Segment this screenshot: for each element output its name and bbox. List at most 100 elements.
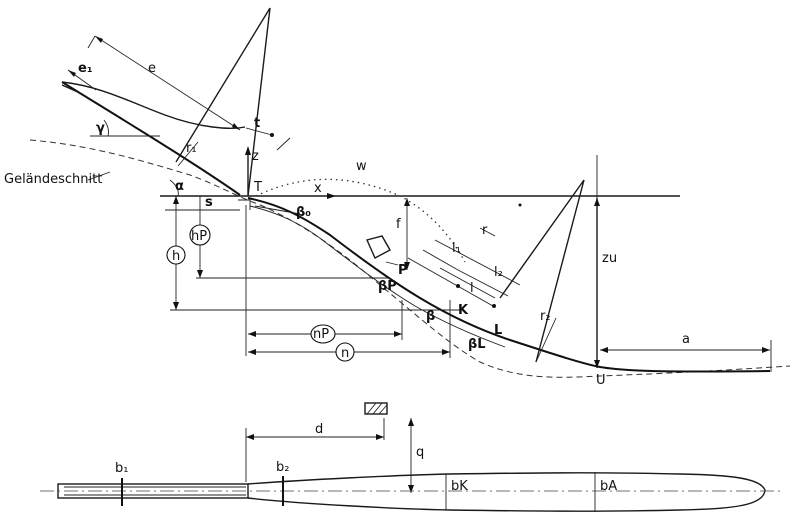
P-label: P <box>398 263 408 278</box>
a-arrow-l <box>600 347 608 353</box>
alpha-label: α <box>175 179 184 194</box>
b1-label: b₁ <box>115 461 128 476</box>
inrun-plan-inner <box>64 486 246 496</box>
l-dimension <box>439 267 496 299</box>
landing-tower <box>499 179 585 363</box>
l2-dimension <box>457 269 509 297</box>
n-circle <box>335 342 355 362</box>
d-label: d <box>315 422 323 437</box>
bA-label: bA <box>600 479 617 494</box>
beta0-line <box>254 205 301 215</box>
f-arrow-bot <box>404 262 410 270</box>
zu-arrow-top <box>594 198 600 206</box>
e-arrow-a <box>95 36 103 43</box>
x-arrow <box>327 193 336 199</box>
tower-mark <box>518 203 522 207</box>
hP-arrow <box>197 270 203 278</box>
s-label: s <box>205 195 213 210</box>
l-label: l <box>470 281 474 296</box>
d-arrow-r <box>376 434 384 440</box>
a-arrow-r <box>762 347 770 353</box>
q-arrow-top <box>408 418 414 426</box>
q-arrow-bot <box>408 485 414 493</box>
r-dimension <box>479 227 496 237</box>
inrun-track-upper <box>61 81 246 129</box>
e1-arrow <box>68 70 76 77</box>
e-arrow-b <box>232 123 240 130</box>
t-label: t <box>254 116 260 131</box>
alpha-arc <box>169 179 179 197</box>
nP-label: nP <box>313 327 329 342</box>
x-label: x <box>314 181 322 196</box>
f-label: f <box>396 217 401 232</box>
l-segment-frame <box>407 239 521 307</box>
P-marker <box>366 235 391 259</box>
z-arrow <box>245 146 251 155</box>
landing-hill <box>247 197 771 373</box>
terrain-leader <box>87 171 111 181</box>
w-pointer <box>276 137 291 151</box>
L-label: L <box>494 323 502 338</box>
f-arrow-top <box>404 198 410 206</box>
e1-label: e₁ <box>78 61 93 76</box>
n-arrow-r <box>442 349 450 355</box>
K-point <box>456 284 460 288</box>
betaL-label: βL <box>468 337 486 352</box>
terrain-line <box>29 139 791 378</box>
landing-hill-offset <box>249 205 506 348</box>
zu-label: zu <box>602 251 617 266</box>
t-point <box>270 133 274 137</box>
inrun-tower <box>175 7 271 197</box>
beta-label: β <box>426 309 435 324</box>
inrun-track <box>61 81 241 196</box>
hP-circle <box>189 224 211 246</box>
n-label: n <box>341 346 349 361</box>
gamma-arc <box>103 119 109 137</box>
nP-arrow-r <box>394 331 402 337</box>
T-label: T <box>253 180 262 195</box>
r2-label: r₂ <box>540 309 551 324</box>
P-leader <box>385 261 399 266</box>
t-dimension <box>245 127 273 136</box>
nP-circle <box>310 324 336 344</box>
h-arrow-top <box>173 196 179 204</box>
plan-view: b₁ b₂ bK bA d q <box>40 402 780 512</box>
z-label: z <box>252 149 259 164</box>
K-label: K <box>458 303 469 318</box>
L-point <box>492 304 496 308</box>
q-label: q <box>416 445 424 460</box>
U-label: U <box>596 373 606 388</box>
e-dimension <box>94 35 241 131</box>
takeoff-edge <box>238 199 251 210</box>
gamma-label: γ <box>96 121 105 136</box>
landing-plan <box>247 472 766 512</box>
zu-arrow-bot <box>594 360 600 368</box>
a-label: a <box>682 332 690 347</box>
inrun-tick <box>61 84 81 94</box>
flight-path <box>255 178 466 263</box>
r2-line <box>535 317 557 363</box>
judge-tower-hatch <box>366 402 388 415</box>
h-arrow-bot <box>173 302 179 310</box>
l1-dimension <box>422 249 459 271</box>
h-label: h <box>172 249 180 264</box>
l2-label: l₂ <box>494 265 503 280</box>
e-ext-1 <box>87 35 96 49</box>
hP-label: hP <box>191 229 207 244</box>
terrain-label: Geländeschnitt <box>4 172 102 187</box>
n-arrow-l <box>248 349 256 355</box>
bK-label: bK <box>451 479 468 494</box>
l1-label: l₁ <box>452 241 461 256</box>
d-arrow-l <box>246 434 254 440</box>
r1-label: r₁ <box>186 141 197 156</box>
jump-profile: Geländeschnitt e e₁ γ r₁ t z T x w α s β… <box>4 7 791 388</box>
betaP-label: βP <box>378 279 397 294</box>
h-circle <box>166 245 186 265</box>
w-label: w <box>356 159 367 174</box>
r-label: r <box>482 223 488 238</box>
nP-arrow-l <box>248 331 256 337</box>
r1-line <box>177 141 199 167</box>
beta0-label: β₀ <box>296 205 311 220</box>
e-label: e <box>148 61 156 76</box>
